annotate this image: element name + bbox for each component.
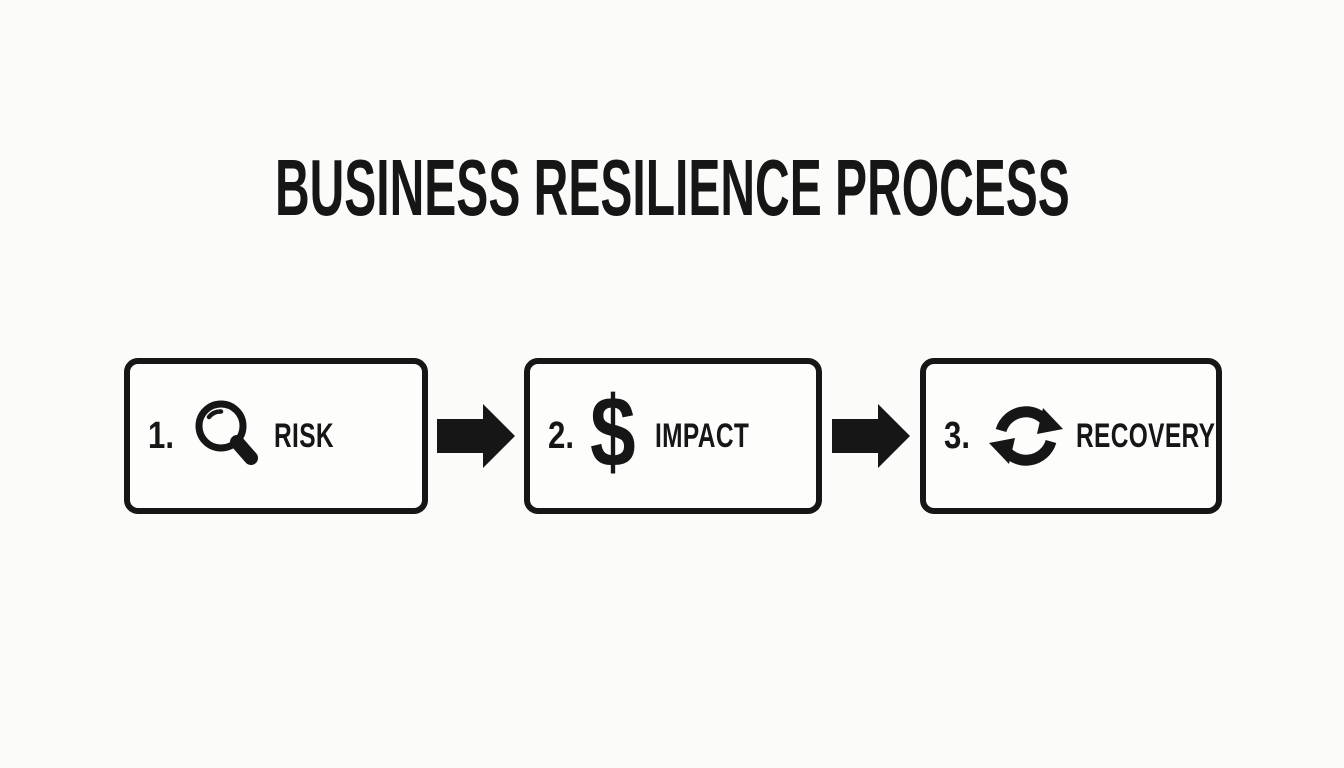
step-label: IMPACT	[655, 416, 750, 455]
step-number: 2.	[548, 414, 574, 457]
dollar-icon: $	[589, 376, 636, 488]
arrow-right-icon	[437, 404, 515, 468]
diagram-title: BUSINESS RESILIENCE PROCESS	[0, 148, 1344, 228]
connector-1	[428, 358, 524, 514]
step-box-risk: 1. RISK	[124, 358, 428, 514]
step-number: 1.	[148, 414, 174, 457]
step-label: RECOVERY	[1075, 416, 1216, 455]
magnifier-icon	[190, 397, 264, 475]
process-flow: 1. RISK 2. $ IMPACT	[124, 358, 1222, 514]
step-label: RISK	[273, 416, 334, 455]
arrow-right-icon	[832, 404, 910, 468]
step-box-impact: 2. $ IMPACT	[524, 358, 822, 514]
connector-2	[822, 358, 920, 514]
step-number: 3.	[944, 414, 970, 457]
diagram-title-text: BUSINESS RESILIENCE PROCESS	[274, 143, 1070, 232]
step-box-recovery: 3. RECOVERY	[920, 358, 1222, 514]
cycle-icon	[986, 399, 1066, 473]
